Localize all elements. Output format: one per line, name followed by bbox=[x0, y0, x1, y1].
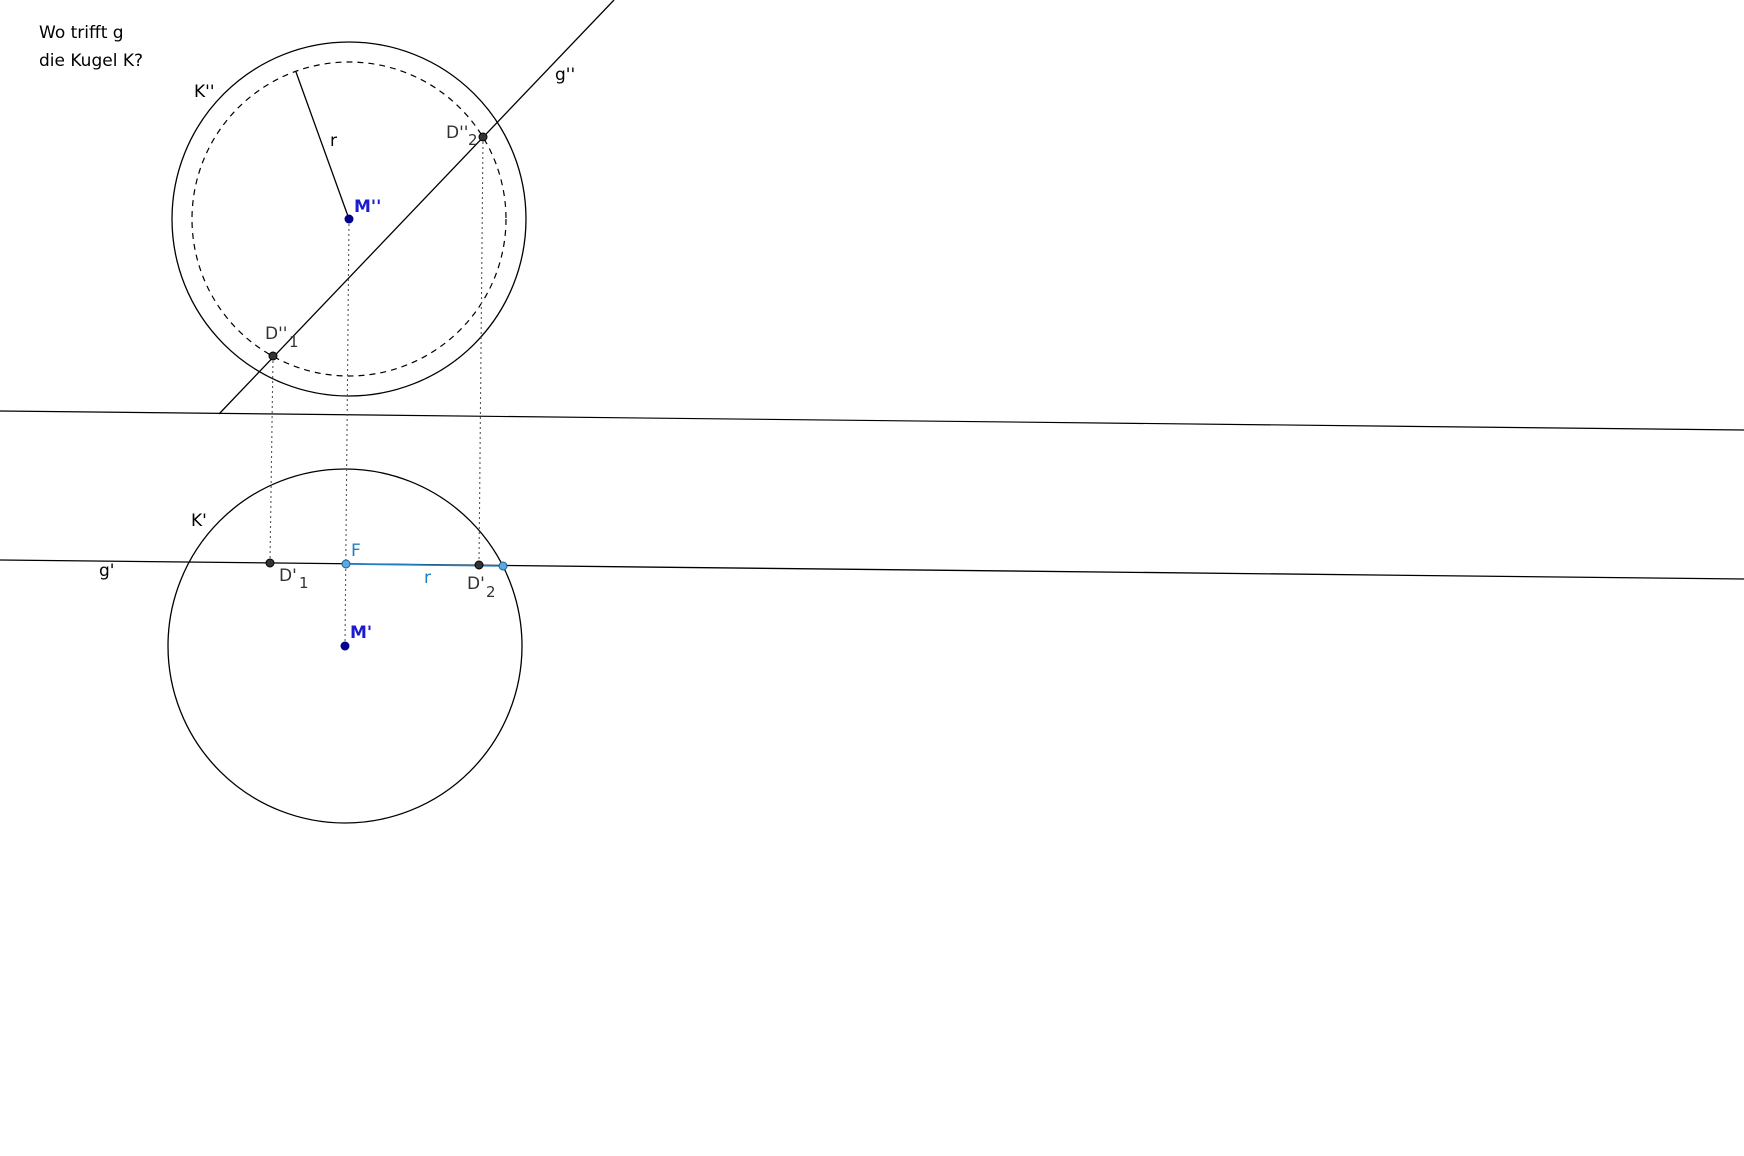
ordinal-line-d2 bbox=[478, 136, 484, 566]
point-center-top[interactable] bbox=[340, 641, 350, 651]
point-radius-end-top[interactable] bbox=[498, 561, 508, 571]
point-d2-front[interactable] bbox=[478, 132, 488, 142]
line-g-front bbox=[218, 0, 615, 415]
point-foot-f[interactable] bbox=[341, 559, 351, 569]
question-line-1: Wo trifft g bbox=[39, 23, 124, 43]
ground-line bbox=[0, 410, 1744, 431]
point-d1-front[interactable] bbox=[268, 351, 278, 361]
sphere-front-outline bbox=[171, 41, 527, 397]
section-circle-front bbox=[191, 61, 507, 377]
point-d1-top[interactable] bbox=[265, 558, 275, 568]
line-g-top bbox=[0, 559, 1744, 580]
sphere-top-outline bbox=[167, 468, 523, 824]
label-center-front: M'' bbox=[354, 197, 381, 217]
label-d1-front-sub: 1 bbox=[289, 333, 299, 351]
label-d2-front-sub: 2 bbox=[468, 131, 478, 149]
label-d2-front: D'' bbox=[446, 123, 468, 143]
question-line-2: die Kugel K? bbox=[39, 51, 143, 71]
point-d2-top[interactable] bbox=[474, 560, 484, 570]
label-d2-top: D' bbox=[467, 574, 485, 594]
label-sphere-top: K' bbox=[191, 511, 207, 531]
label-center-top: M' bbox=[350, 623, 372, 643]
label-line-g-top: g' bbox=[99, 561, 114, 581]
label-radius-top: r bbox=[424, 568, 431, 588]
label-sphere-front: K'' bbox=[194, 82, 215, 102]
ordinal-line-d1 bbox=[269, 355, 274, 564]
label-line-g-front: g'' bbox=[555, 65, 575, 85]
label-d1-top: D' bbox=[279, 566, 297, 586]
label-d1-front: D'' bbox=[265, 324, 287, 344]
label-d2-top-sub: 2 bbox=[486, 583, 496, 601]
radius-front bbox=[295, 71, 350, 220]
point-center-front[interactable] bbox=[344, 214, 354, 224]
ordinal-line-center bbox=[344, 218, 350, 647]
label-radius-front: r bbox=[330, 131, 337, 151]
label-foot-f: F bbox=[351, 541, 361, 561]
label-d1-top-sub: 1 bbox=[299, 574, 309, 592]
